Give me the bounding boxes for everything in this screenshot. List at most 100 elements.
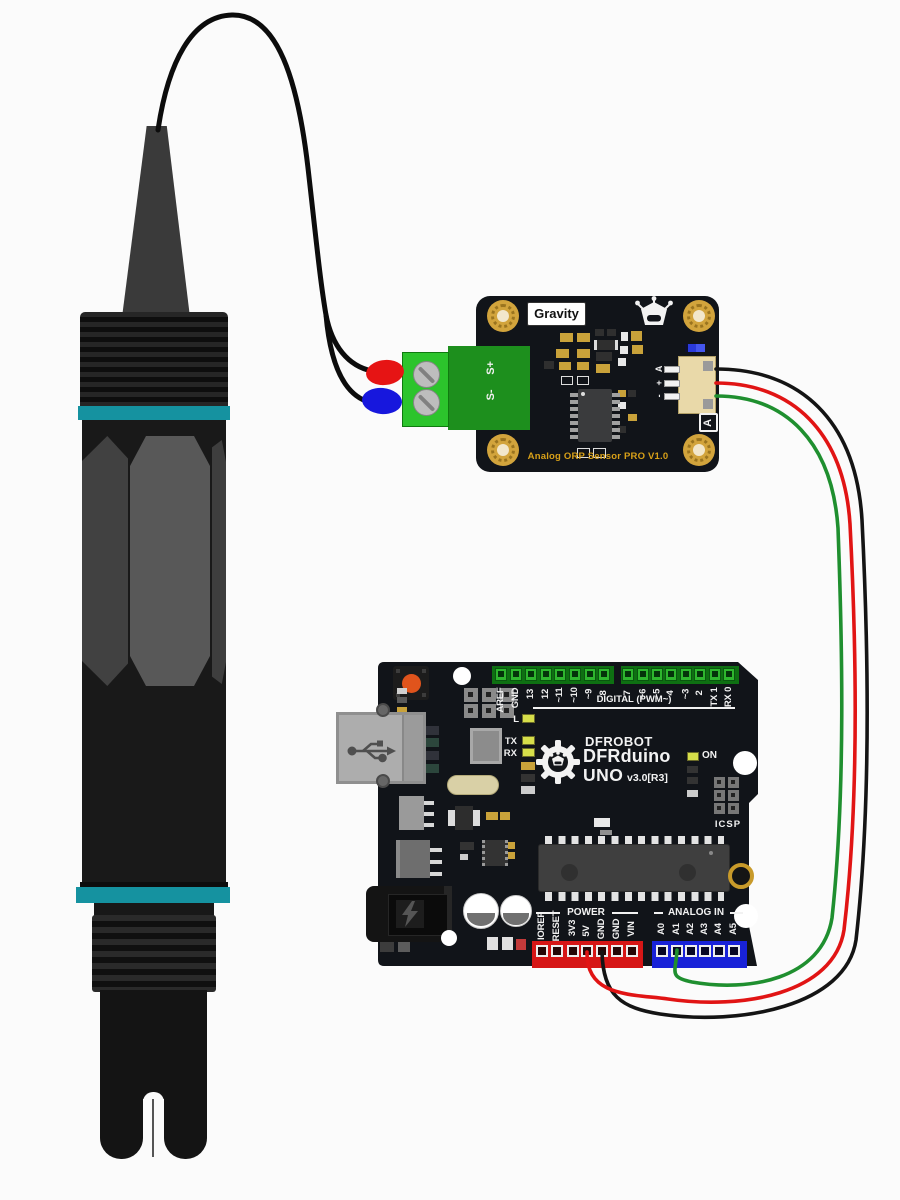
mount-hole [453,667,471,685]
probe-teal-band-bottom [76,887,230,903]
mount-hole [487,300,519,332]
pin-gnd-top [510,668,522,681]
pin-gnd2 [611,945,623,957]
pin-a1 [671,945,683,957]
blue-led [696,344,705,352]
pin-a2 [685,945,697,957]
blue-led [685,344,697,352]
jst-pin [664,366,680,373]
terminal-label-s-plus: S+ [485,361,497,375]
opamp-ic [578,389,612,442]
pin-d0-rx [723,668,735,681]
jst-pin-label-a: A [654,365,664,373]
voltage-regulator [396,840,430,878]
icsp-label: ICSP [714,819,742,830]
digital-header-right [621,666,739,684]
probe-collar [94,903,214,917]
probe-fork [100,1085,207,1165]
pin-label: A3 [699,923,710,935]
led-tx-label: TX [504,736,517,747]
pin-d8 [598,668,610,681]
usb-screw [376,774,390,788]
mount-hole [733,751,757,775]
pin-d6 [637,668,649,681]
board-label: Analog ORP Sensor PRO V1.0 [527,451,669,462]
terminal-screw[interactable] [413,389,440,416]
power-jack [366,886,452,942]
jst-pin [664,393,680,400]
analog-header [652,941,747,968]
probe-lead-connector-blue [360,386,404,416]
mount-hole [487,434,519,466]
pin-label: VIN [626,921,637,937]
electrode-wire [152,1099,154,1157]
pin-d3 [680,668,692,681]
probe-facet-right [212,440,226,684]
fork-prong-left [100,1085,143,1159]
silk-line [533,707,735,709]
pin-gnd1 [596,945,608,957]
mount-hole [683,434,715,466]
pin-d4 [665,668,677,681]
probe-threads [92,915,216,992]
pin-5v [581,945,593,957]
led-l-label: L [513,714,519,725]
probe-teal-band-top [78,406,230,420]
probe-facet-center [130,436,210,686]
gold-via [728,863,754,889]
pin-d5 [651,668,663,681]
model-text: DFRduino [583,746,671,766]
brand-badge: Gravity [527,302,586,326]
reset-button[interactable] [393,666,429,700]
series-text: UNO [583,765,624,785]
analog-section-label: ANALOG IN [667,907,725,918]
led-on-label: ON [702,750,717,761]
pin-a4 [713,945,725,957]
led-on [687,752,699,761]
probe-tube [100,990,207,1087]
analog-interface-marker: A [699,413,718,432]
jst-pin-label-minus: - [654,394,664,398]
pin-label: A1 [671,923,682,935]
digital-section-label: DIGITAL (PWM~) [596,694,672,705]
pin-label: 3V3 [567,919,578,937]
pin-d11 [554,668,566,681]
pin-vin [626,945,638,957]
led-tx [522,736,535,745]
dfrobot-gear-icon [536,740,580,784]
jst-connector [678,356,716,414]
digital-header-left [492,666,614,684]
capacitor [463,893,499,929]
usb-icon [347,740,396,763]
pin-label: ~11 [554,687,565,703]
power-header [532,941,643,968]
pin-label: A2 [685,923,696,935]
atmega328-chip [538,844,730,892]
usb-serial-chip [470,728,502,764]
jst-pin [664,380,680,387]
pin-a0 [656,945,668,957]
probe-lead-connector-red [364,358,406,387]
jst-pin-label-plus: + [654,380,664,386]
pin-label: GND [596,918,607,940]
pin-aref [495,668,507,681]
pin-label: AREF [495,687,506,713]
pin-d9 [584,668,596,681]
arduino-uno-board: AREF GND 13 12 ~11 ~10 ~9 8 7 ~6 ~5 4 ~3… [336,656,764,970]
probe-cone [122,126,190,316]
pin-label: GND [611,918,622,940]
pin-label: A0 [656,923,667,935]
pin-label: A5 [728,923,739,935]
pin-label: 5V [581,925,592,937]
voltage-regulator [399,796,424,830]
version-text: v3.0[R3] [627,772,668,784]
terminal-screw[interactable] [413,361,440,388]
crystal-oscillator [447,775,499,795]
pin-3v3 [567,945,579,957]
pin-label: 13 [525,688,536,700]
led-l [522,714,535,723]
probe-ribbed-cap [80,312,228,408]
pin-label: GND [510,687,521,709]
fork-prong-right [164,1085,207,1159]
